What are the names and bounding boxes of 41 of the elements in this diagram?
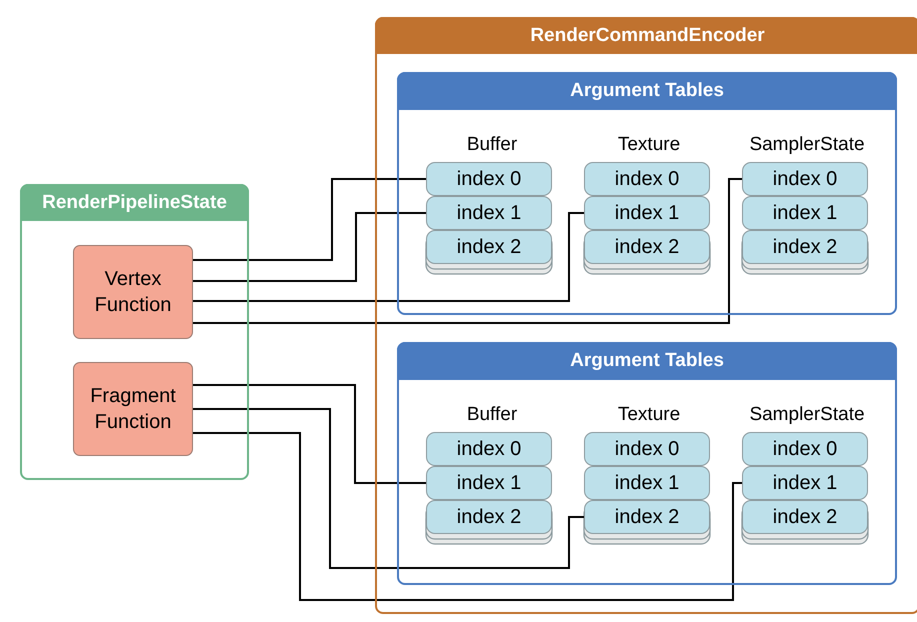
index-slot: index 2 bbox=[426, 230, 552, 264]
index-slot: index 0 bbox=[584, 432, 710, 466]
panel-title: RenderPipelineState bbox=[20, 184, 249, 221]
index-slot: index 0 bbox=[742, 162, 868, 196]
column-heading: Buffer bbox=[466, 404, 518, 426]
index-slot: index 1 bbox=[742, 466, 868, 500]
column-heading: Texture bbox=[618, 404, 680, 426]
connector-line bbox=[193, 178, 426, 261]
index-slot: index 1 bbox=[584, 196, 710, 230]
connector-line bbox=[193, 212, 584, 302]
index-slot: index 1 bbox=[426, 196, 552, 230]
function-box: Fragment Function bbox=[73, 362, 193, 456]
panel-title: Argument Tables bbox=[397, 72, 897, 110]
group-panel bbox=[397, 72, 897, 315]
group-panel bbox=[20, 184, 249, 480]
index-slot: index 0 bbox=[426, 162, 552, 196]
group-panel bbox=[397, 342, 897, 585]
index-slot: index 2 bbox=[584, 500, 710, 534]
index-slot: index 1 bbox=[584, 466, 710, 500]
connector-line bbox=[193, 178, 742, 324]
column-heading: SamplerState bbox=[749, 404, 865, 426]
connector-line bbox=[193, 212, 426, 282]
panel-title: RenderCommandEncoder bbox=[375, 17, 917, 54]
index-slot: index 1 bbox=[426, 466, 552, 500]
index-slot: index 0 bbox=[426, 432, 552, 466]
column-heading: Texture bbox=[618, 134, 680, 156]
index-slot: index 0 bbox=[584, 162, 710, 196]
column-heading: SamplerState bbox=[749, 134, 865, 156]
connector-line bbox=[193, 384, 426, 484]
function-box: Vertex Function bbox=[73, 245, 193, 339]
group-panel bbox=[375, 17, 917, 614]
index-slot: index 2 bbox=[426, 500, 552, 534]
index-slot: index 0 bbox=[742, 432, 868, 466]
index-slot: index 2 bbox=[742, 230, 868, 264]
column-heading: Buffer bbox=[466, 134, 518, 156]
index-slot: index 2 bbox=[742, 500, 868, 534]
index-slot: index 2 bbox=[584, 230, 710, 264]
index-slot: index 1 bbox=[742, 196, 868, 230]
connector-line bbox=[193, 408, 584, 569]
panel-title: Argument Tables bbox=[397, 342, 897, 380]
connector-line bbox=[193, 432, 742, 601]
